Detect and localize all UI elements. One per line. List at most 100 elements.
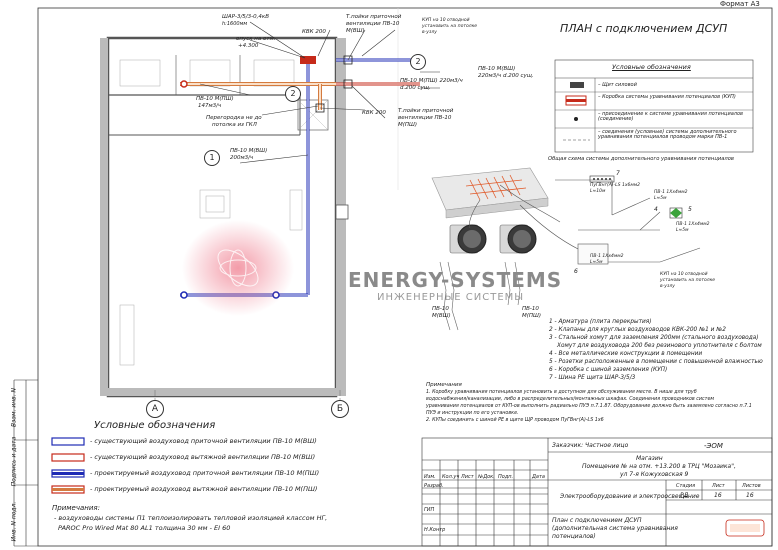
legend-left-item-3: - проектируемый воздуховод приточной вен… [90, 469, 320, 477]
company-logo [725, 519, 765, 537]
callout-tpanel-3: М(ВШ) [346, 28, 365, 34]
stamp-podpis: Подпись и дата [10, 436, 18, 487]
scheme-cable-main-len: L≈10м [590, 189, 606, 194]
tb-stadia: Стадия [676, 483, 696, 489]
label-pv-mvsh-left: ПВ-10 М(ВШ) [230, 148, 268, 154]
label-pv-mpsh-left: ПВ-10 М(ПШ) [196, 96, 234, 102]
axis-b: Б [331, 400, 349, 418]
label-pv-mvsh-right: ПВ-10 М(ВШ) [478, 66, 516, 72]
marker-1: 1 [204, 150, 220, 166]
label-tpanel2-1: Т.пойки приточной [398, 108, 454, 114]
legend-left-note-1: - воздуховоды системы П1 теплоизолироват… [54, 514, 328, 522]
stamp-inv-podl: Инв. N подл. [10, 501, 18, 542]
legend-left-item-2: - существующий воздуховод вытяжной венти… [90, 453, 316, 461]
light-glow [182, 220, 294, 316]
tb-section-1: Электрооборудование и электроосвещение [560, 493, 700, 500]
scheme-cable-c-len: L≈5м [590, 260, 603, 265]
tb-hdr-kol: Кол.уч [442, 474, 460, 480]
callout-kup-3: в-узлу [422, 30, 437, 35]
tb-sheet-2: (дополнительная система уравнивания [552, 525, 678, 532]
tb-customer: Заказчик: Частное лицо [552, 442, 629, 449]
label-pv-mvsh-right-flow: 220м3/ч d.200 сущ. [478, 73, 534, 79]
legend-left-note-2: PAROC Pro Wired Mat 80 AL1 толщина 30 мм… [58, 524, 231, 532]
scheme-cable-b-len: L≈5м [676, 228, 689, 233]
scheme-n7: 7 [616, 170, 620, 177]
legend-right-item-2: – Коробка системы уравнивания потенциало… [598, 94, 736, 100]
label-bottom-pv2b: М(ПШ) [522, 313, 542, 319]
tb-stadia-value: РД [680, 492, 689, 499]
numbered-list: 1 - Арматура (плита перекрытия) 2 - Клап… [549, 318, 763, 382]
label-bottom-pv2: ПВ-10 [522, 306, 539, 312]
callout-opusk: опуск на отм. [236, 36, 276, 42]
tb-object-3: ул 7-я Кожуховская 9 [620, 471, 689, 478]
tb-nkontr: Н.Контр [424, 527, 446, 533]
list-item: 4 - Все металлические конструкции в поме… [549, 351, 703, 357]
tb-listov: Листов [742, 483, 761, 489]
tb-object-1: Магазин [636, 455, 663, 462]
tb-hdr-list: Лист [461, 474, 474, 480]
sheet-frame [37, 7, 773, 547]
tb-hdr-izm: Изм. [424, 474, 436, 480]
label-pereg-2: потолка из ГКЛ [212, 122, 257, 128]
legend-right-item-1: – Щит силовой [598, 82, 637, 88]
callout-kup-1: КУП на 10 отводной [422, 18, 470, 23]
label-tpanel2-3: М(ПШ) [398, 122, 418, 128]
watermark-subtitle: ИНЖЕНЕРНЫЕ СИСТЕМЫ [377, 292, 525, 303]
title-block-grid [421, 437, 773, 547]
label-pereg-1: Перегородка не до [206, 115, 262, 121]
callout-tpanel-1: Т.пойки приточной [346, 14, 402, 20]
stamp-vzam: Взам. инв. N [10, 388, 18, 427]
tb-gip: ГИП [424, 507, 435, 513]
scheme-kup-note-2: установить на потолке [660, 278, 716, 283]
tb-listov-value: 16 [746, 492, 754, 499]
tb-object-2: Помещение № на отм. +13.200 в ТРЦ "Мозаи… [582, 463, 736, 470]
list-item: 2 - Клапаны для круглых воздуховодов КВК… [549, 327, 726, 333]
axis-a: А [146, 400, 164, 418]
potential-scheme-drawing [431, 167, 701, 331]
legend-left-item-1: - существующий воздуховод приточной вент… [90, 437, 317, 445]
tb-sheet-3: потенциалов) [552, 533, 596, 540]
note-line: водоснабжения/канализации, либо в распре… [426, 397, 715, 402]
scheme-n6: 6 [574, 268, 578, 275]
tb-razrab: Разраб. [424, 483, 444, 489]
tb-code: -ЭОМ [704, 442, 723, 450]
note-line: 1. Коробку уравнивания потенциалов устан… [426, 390, 697, 395]
tb-hdr-ndoc: №Док. [478, 474, 495, 480]
callout-opusk-h: +4.300 [238, 43, 259, 49]
label-pv-mpsh-right: ПВ-10 М(ПШ) 220м3/ч [400, 78, 463, 84]
callout-shar: ШАР-3/5/3-0,4кВ [222, 14, 269, 20]
scheme-cable-main: ПуГВнг(А)-LS 1х6мм2 [590, 183, 640, 188]
plan-title: ПЛАН с подключением ДСУП [560, 22, 728, 35]
legend-left-title: Условные обозначения [94, 420, 216, 431]
note-line: 2. КУПы соединить с шиной PE в щите ЩР п… [426, 418, 604, 423]
list-item: 6 - Коробка с шиной заземления (КУП) [549, 367, 668, 373]
list-item: 7 - Шина PE щита ШАР-3/5/3 [549, 375, 636, 381]
list-item: Хомут для воздуховода 200 без резинового… [557, 343, 762, 349]
tb-sheet-1: План с подключением ДСУП [552, 517, 642, 524]
legend-right-title: Условные обозначения [612, 63, 691, 71]
label-bottom-pv1b: М(ВШ) [432, 313, 451, 319]
format-label: Формат А3 [720, 0, 760, 8]
scheme-title: Общая схема системы дополнительного урав… [548, 156, 734, 162]
callout-kvk-top: КВК 200 [302, 29, 326, 35]
legend-left-notes-title: Примечания: [52, 504, 100, 512]
callout-tpanel-2: вентиляции ПВ-10 [346, 21, 400, 27]
marker-2-left: 2 [285, 86, 301, 102]
scheme-cable-c: ПВ-1 1Хх4мм2 [590, 254, 624, 259]
list-item: 5 - Розетки расположенные в помещении с … [549, 359, 763, 365]
marker-2-right: 2 [410, 54, 426, 70]
scheme-cable-b: ПВ-1 1Хх4мм2 [676, 222, 710, 227]
note-line: уравнивания потенциалов от КУП-ов выполн… [426, 404, 752, 409]
legend-right-box [554, 59, 754, 153]
label-pv-mpsh-left-flow: 147м3/ч [198, 103, 222, 109]
tb-hdr-podp: Подп. [498, 474, 514, 480]
notes-block: Примечания 1. Коробку уравнивания потенц… [426, 382, 752, 424]
watermark-title: ENERGY-SYSTEMS [348, 268, 563, 292]
label-tpanel2-2: вентиляции ПВ-10 [398, 115, 452, 121]
callout-kup-2: установить на потолке [422, 24, 478, 29]
floor-plan [100, 36, 349, 398]
legend-right-item-4: – соединения (условные) системы дополнит… [598, 129, 737, 140]
note-line: ПУЭ и инструкции по его установке. [426, 411, 519, 416]
list-item: 3 - Стальной хомут для заземления 200мм … [549, 335, 759, 341]
